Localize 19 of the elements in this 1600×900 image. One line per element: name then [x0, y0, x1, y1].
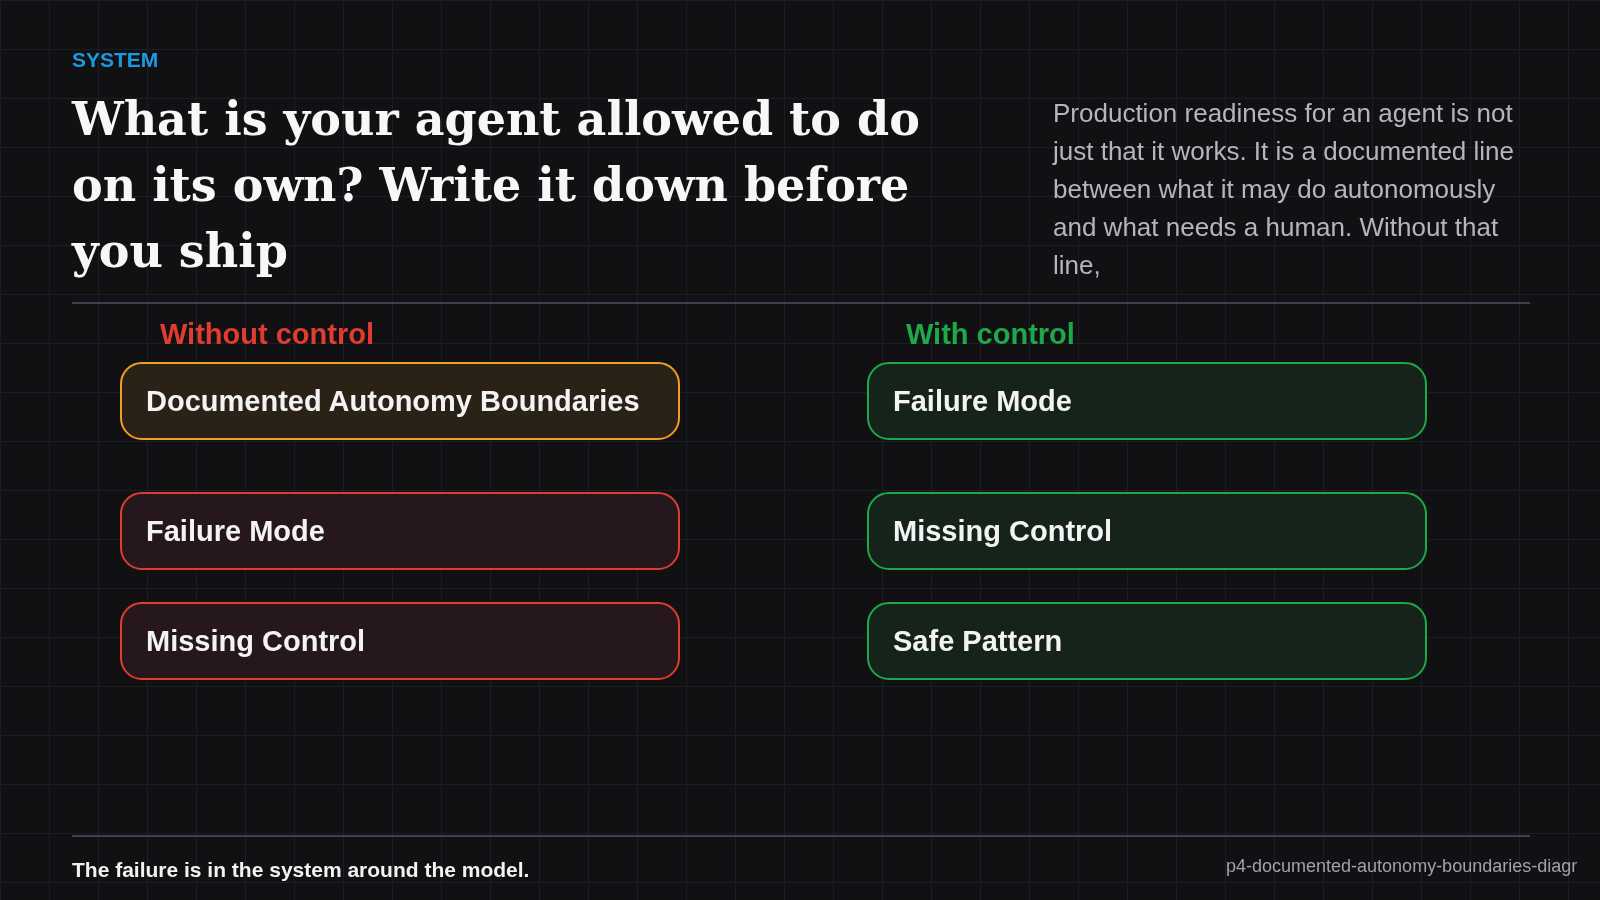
- column-heading: With control: [906, 318, 1075, 351]
- box-label: Safe Pattern: [893, 624, 1064, 659]
- box-label: Documented Autonomy Boundaries: [146, 384, 641, 419]
- intro-paragraph: Production readiness for an agent is not just that it works. It is a documented line between what it may do autonomously and what needs a human. Without that line,: [1053, 97, 1515, 282]
- rounded-box: [867, 362, 1427, 440]
- slide-title: What is your agent allowed to do on its own? Write it down before you ship: [72, 91, 921, 280]
- box-label: Failure Mode: [146, 514, 326, 549]
- box-label: Failure Mode: [893, 384, 1073, 419]
- rounded-box: [867, 492, 1427, 570]
- rounded-box: [120, 602, 680, 680]
- column-heading: Without control: [160, 318, 374, 351]
- box-label: Missing Control: [146, 624, 367, 659]
- rounded-box: [867, 602, 1427, 680]
- rounded-box: [120, 492, 680, 570]
- file-name: p4-documented-autonomy-boundaries-diagr: [1226, 856, 1578, 877]
- section-tag: SYSTEM: [72, 48, 159, 72]
- rounded-box: [120, 362, 680, 440]
- footer-caption: The failure is in the system around the model.: [72, 858, 530, 882]
- box-label: Missing Control: [893, 514, 1114, 549]
